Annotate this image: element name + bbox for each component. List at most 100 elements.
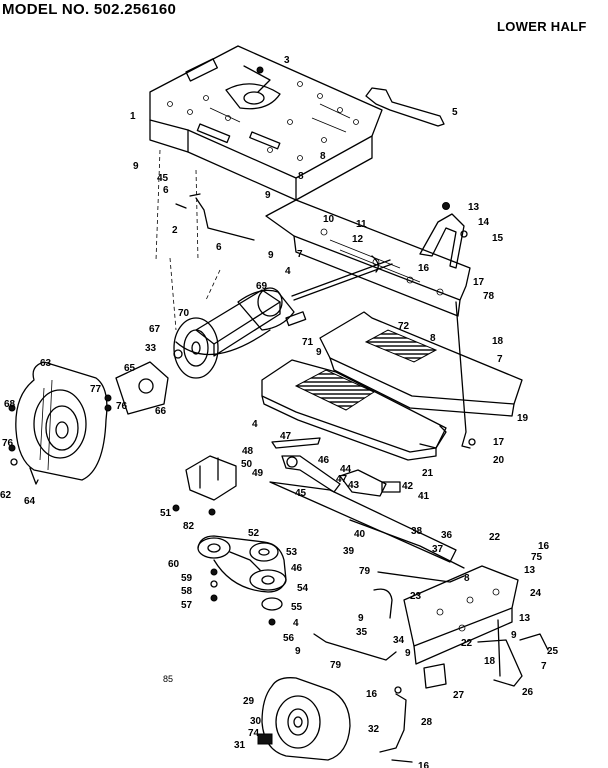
- callout-52: 52: [248, 528, 260, 539]
- nut: [8, 404, 16, 412]
- callout-60: 60: [168, 559, 180, 570]
- callout-9: 9: [133, 161, 139, 172]
- callout-8: 8: [464, 573, 470, 584]
- callout-44: 44: [340, 464, 352, 475]
- callout-55: 55: [291, 602, 303, 613]
- callout-41: 41: [418, 491, 430, 502]
- callout-75: 75: [531, 552, 543, 563]
- callout-12: 12: [352, 234, 364, 245]
- callout-67: 67: [149, 324, 161, 335]
- callout-45: 45: [295, 488, 307, 499]
- clutch-bracket: [172, 455, 237, 516]
- callout-63: 63: [40, 358, 52, 369]
- callout-20: 20: [493, 455, 505, 466]
- callout-7: 7: [497, 354, 503, 365]
- callout-36: 36: [441, 530, 453, 541]
- callout-10: 10: [323, 214, 335, 225]
- callout-47: 47: [280, 431, 292, 442]
- wheel-front: [257, 677, 351, 761]
- callout-8: 8: [430, 333, 436, 344]
- callout-37: 37: [432, 544, 444, 555]
- motor-assembly: [169, 257, 393, 379]
- callout-25: 25: [547, 646, 559, 657]
- callout-22: 22: [461, 638, 473, 649]
- callout-13: 13: [519, 613, 531, 624]
- tie-rod: [313, 633, 397, 661]
- section-title: LOWER HALF: [497, 19, 587, 34]
- callout-17: 17: [493, 437, 505, 448]
- callout-69: 69: [256, 281, 268, 292]
- callout-9: 9: [316, 347, 322, 358]
- callout-43: 43: [348, 480, 360, 491]
- callout-39: 39: [343, 546, 355, 557]
- callout-76: 76: [2, 438, 14, 449]
- callout-65: 65: [124, 363, 136, 374]
- callout-34: 34: [393, 635, 405, 646]
- callout-45: 45: [157, 173, 169, 184]
- callout-9: 9: [405, 648, 411, 659]
- callout-9: 9: [295, 646, 301, 657]
- callout-4: 4: [252, 419, 258, 430]
- deck-pan: [261, 311, 523, 461]
- callout-18: 18: [492, 336, 504, 347]
- callout-15: 15: [492, 233, 504, 244]
- callout-49: 49: [252, 468, 264, 479]
- lever-arm: [365, 87, 445, 127]
- spindle: [477, 639, 523, 687]
- hub: [115, 361, 169, 415]
- callout-32: 32: [368, 724, 380, 735]
- chassis-plate: [149, 45, 383, 201]
- callout-6: 6: [163, 185, 169, 196]
- callout-79: 79: [330, 660, 342, 671]
- callout-30: 30: [250, 716, 262, 727]
- callout-57: 57: [181, 600, 193, 611]
- page-code: 85: [163, 674, 174, 684]
- callout-3: 3: [284, 55, 290, 66]
- callout-76: 76: [116, 401, 128, 412]
- callout-11: 11: [356, 219, 367, 230]
- callout-50: 50: [241, 459, 253, 470]
- callout-54: 54: [297, 583, 309, 594]
- callout-2: 2: [172, 225, 178, 236]
- callout-5: 5: [452, 107, 458, 118]
- callout-9: 9: [268, 250, 274, 261]
- callout-74: 74: [248, 728, 260, 739]
- callout-16: 16: [366, 689, 378, 700]
- callout-47: 47: [336, 474, 348, 485]
- callout-18: 18: [484, 656, 496, 667]
- steering-arm: [423, 663, 447, 689]
- callout-38: 38: [411, 526, 423, 537]
- callout-58: 58: [181, 586, 193, 597]
- callout-8: 8: [320, 151, 326, 162]
- callout-27: 27: [453, 690, 465, 701]
- callout-71: 71: [302, 337, 314, 348]
- model-number: MODEL NO. 502.256160: [2, 1, 177, 18]
- wheel-rear: [15, 361, 108, 481]
- shift-rod: [195, 197, 255, 241]
- callout-28: 28: [421, 717, 433, 728]
- pulley-set: [197, 535, 287, 626]
- callout-31: 31: [234, 740, 246, 751]
- callout-29: 29: [243, 696, 255, 707]
- callout-21: 21: [422, 468, 434, 479]
- callout-24: 24: [530, 588, 542, 599]
- callout-7: 7: [541, 661, 547, 672]
- callout-56: 56: [283, 633, 295, 644]
- callout-59: 59: [181, 573, 193, 584]
- callout-77: 77: [90, 384, 102, 395]
- callout-7: 7: [297, 249, 303, 260]
- callout-40: 40: [354, 529, 366, 540]
- callout-35: 35: [356, 627, 368, 638]
- callout-70: 70: [178, 308, 190, 319]
- callout-53: 53: [286, 547, 298, 558]
- callout-13: 13: [468, 202, 480, 213]
- callout-22: 22: [489, 532, 501, 543]
- callout-13: 13: [524, 565, 536, 576]
- callout-62: 62: [0, 490, 12, 501]
- callout-26: 26: [522, 687, 534, 698]
- front-axle-frame: [403, 565, 519, 665]
- callout-19: 19: [517, 413, 529, 424]
- callout-8: 8: [298, 171, 304, 182]
